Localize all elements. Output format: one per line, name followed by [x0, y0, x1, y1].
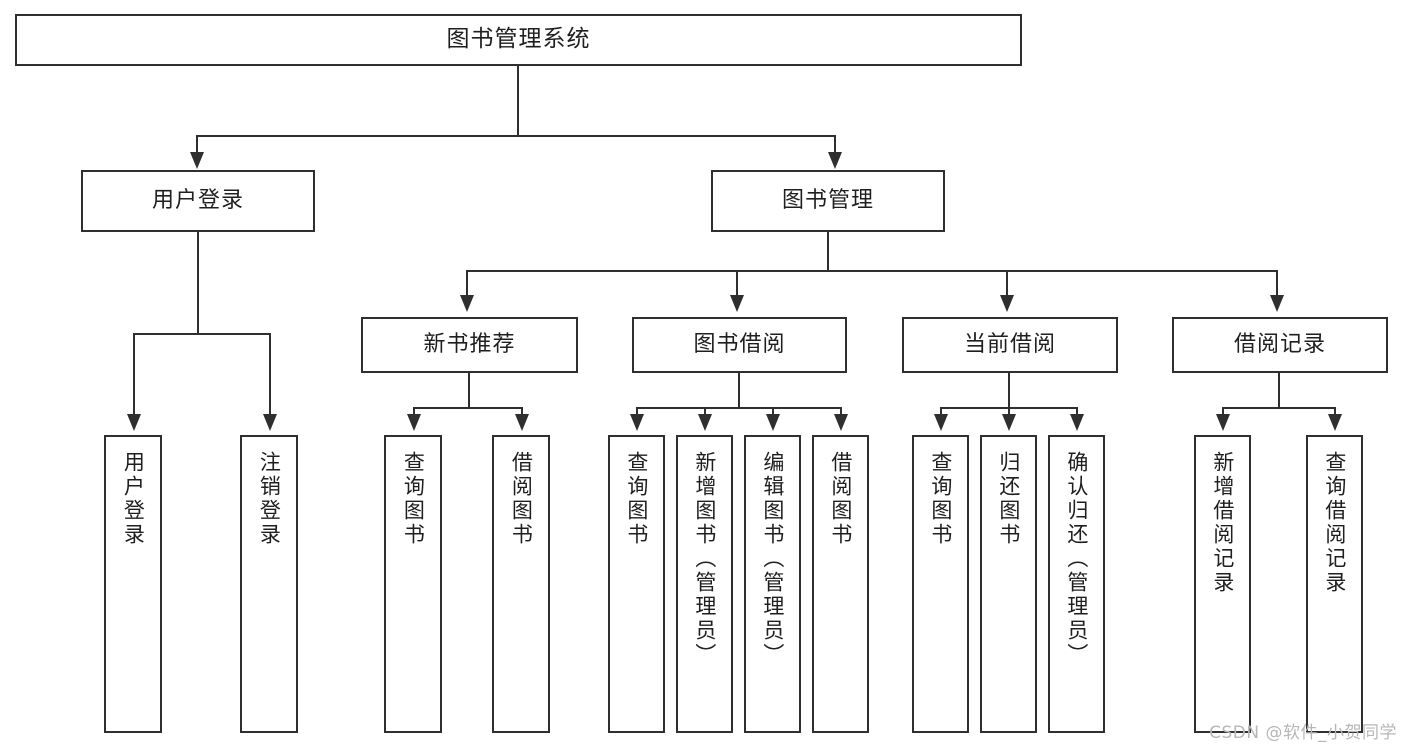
leaf-label: 查询借阅记录 — [1322, 451, 1347, 595]
leaf-borrow-book-2[interactable]: 借阅图书 — [812, 435, 869, 733]
arrow-to-leaf-logout-login — [263, 414, 277, 431]
arrow-to-leaf-borrow-book-1 — [515, 414, 529, 431]
node-label: 用户登录 — [151, 187, 244, 213]
arrow-to-leaf-add-book — [698, 414, 712, 431]
connector-bb-leg-4 — [840, 407, 843, 418]
node-book-manage[interactable]: 图书管理 — [711, 170, 945, 232]
connector-user-login-leg-2 — [269, 333, 272, 417]
leaf-label: 查询图书 — [624, 451, 649, 547]
leaf-label: 借阅图书 — [509, 451, 534, 547]
arrow-to-borrow-record — [1270, 295, 1284, 312]
leaf-label: 注销登录 — [257, 451, 282, 547]
leaf-label: 借阅图书 — [828, 451, 853, 547]
leaf-add-book[interactable]: 新增图书（管理员） — [676, 435, 733, 733]
connector-book-manage-bus — [466, 270, 1278, 273]
connector-user-login-stem — [197, 232, 200, 335]
leaf-label: 确认归还（管理员） — [1064, 451, 1089, 667]
connector-user-login-leg-1 — [133, 333, 136, 417]
connector-bb-leg-3 — [772, 407, 775, 418]
connector-l3-leg-1 — [466, 270, 469, 298]
node-book-borrow[interactable]: 图书借阅 — [632, 317, 847, 373]
connector-nbr-leg-2 — [521, 407, 524, 418]
arrow-to-leaf-query-book-3 — [934, 414, 948, 431]
arrow-to-leaf-borrow-book-2 — [834, 414, 848, 431]
node-label: 图书借阅 — [693, 331, 786, 357]
leaf-borrow-book-1[interactable]: 借阅图书 — [492, 435, 550, 733]
arrow-to-current-borrow — [1000, 295, 1014, 312]
leaf-query-book-2[interactable]: 查询图书 — [608, 435, 665, 733]
arrow-to-leaf-edit-book — [766, 414, 780, 431]
connector-root-bus — [196, 135, 836, 138]
node-label: 图书管理 — [781, 187, 874, 213]
node-root-book-management-system[interactable]: 图书管理系统 — [15, 14, 1022, 66]
arrow-to-book-manage — [828, 152, 842, 169]
node-user-login[interactable]: 用户登录 — [81, 170, 315, 232]
leaf-edit-book[interactable]: 编辑图书（管理员） — [744, 435, 801, 733]
connector-cb-leg-3 — [1076, 407, 1079, 418]
leaf-label: 编辑图书（管理员） — [760, 451, 785, 667]
leaf-query-book-3[interactable]: 查询图书 — [912, 435, 969, 733]
arrow-to-leaf-query-record — [1328, 414, 1342, 431]
connector-nbr-stem — [468, 373, 471, 409]
connector-cb-leg-2 — [1008, 407, 1011, 418]
arrow-to-leaf-query-book-2 — [630, 414, 644, 431]
connector-bb-leg-1 — [636, 407, 639, 418]
arrow-to-user-login — [190, 152, 204, 169]
connector-br-leg-1 — [1222, 407, 1225, 418]
arrow-to-new-book-recommend — [460, 295, 474, 312]
arrow-to-leaf-confirm-return — [1070, 414, 1084, 431]
leaf-label: 用户登录 — [121, 451, 146, 547]
leaf-query-book-1[interactable]: 查询图书 — [384, 435, 442, 733]
connector-nbr-bus — [413, 407, 523, 410]
node-label: 借阅记录 — [1233, 331, 1326, 357]
arrow-to-leaf-return-book — [1002, 414, 1016, 431]
connector-cb-leg-1 — [940, 407, 943, 418]
node-borrow-record[interactable]: 借阅记录 — [1172, 317, 1388, 373]
connector-l3-leg-4 — [1276, 270, 1279, 298]
connector-root-leg-left — [196, 135, 199, 157]
node-label: 新书推荐 — [423, 331, 516, 357]
leaf-logout-login[interactable]: 注销登录 — [240, 435, 298, 733]
connector-book-manage-stem — [827, 232, 830, 272]
leaf-label: 新增图书（管理员） — [692, 451, 717, 667]
connector-l3-leg-2 — [736, 270, 739, 298]
arrow-to-leaf-add-record — [1216, 414, 1230, 431]
leaf-label: 查询图书 — [928, 451, 953, 547]
leaf-label: 查询图书 — [401, 451, 426, 547]
leaf-return-book[interactable]: 归还图书 — [980, 435, 1037, 733]
node-label: 当前借阅 — [963, 331, 1056, 357]
connector-br-bus — [1222, 407, 1336, 410]
leaf-user-login[interactable]: 用户登录 — [104, 435, 162, 733]
connector-root-leg-right — [834, 135, 837, 157]
leaf-label: 归还图书 — [996, 451, 1021, 547]
leaf-confirm-return[interactable]: 确认归还（管理员） — [1048, 435, 1105, 733]
node-label: 图书管理系统 — [446, 26, 591, 53]
arrow-to-leaf-user-login — [127, 414, 141, 431]
arrow-to-book-borrow — [730, 295, 744, 312]
connector-root-stem — [517, 66, 520, 136]
connector-br-stem — [1278, 373, 1281, 409]
connector-l3-leg-3 — [1006, 270, 1009, 298]
leaf-add-record[interactable]: 新增借阅记录 — [1194, 435, 1251, 733]
connector-user-login-bus — [133, 333, 270, 336]
connector-cb-stem — [1008, 373, 1011, 409]
connector-br-leg-2 — [1334, 407, 1337, 418]
node-new-book-recommend[interactable]: 新书推荐 — [361, 317, 578, 373]
node-current-borrow[interactable]: 当前借阅 — [902, 317, 1118, 373]
connector-bb-leg-2 — [704, 407, 707, 418]
watermark: CSDN @软件_小贺同学 — [1209, 723, 1397, 743]
connector-bb-stem — [738, 373, 741, 409]
arrow-to-leaf-query-book-1 — [407, 414, 421, 431]
leaf-query-record[interactable]: 查询借阅记录 — [1306, 435, 1363, 733]
connector-bb-bus — [636, 407, 841, 410]
leaf-label: 新增借阅记录 — [1210, 451, 1235, 595]
connector-nbr-leg-1 — [413, 407, 416, 418]
